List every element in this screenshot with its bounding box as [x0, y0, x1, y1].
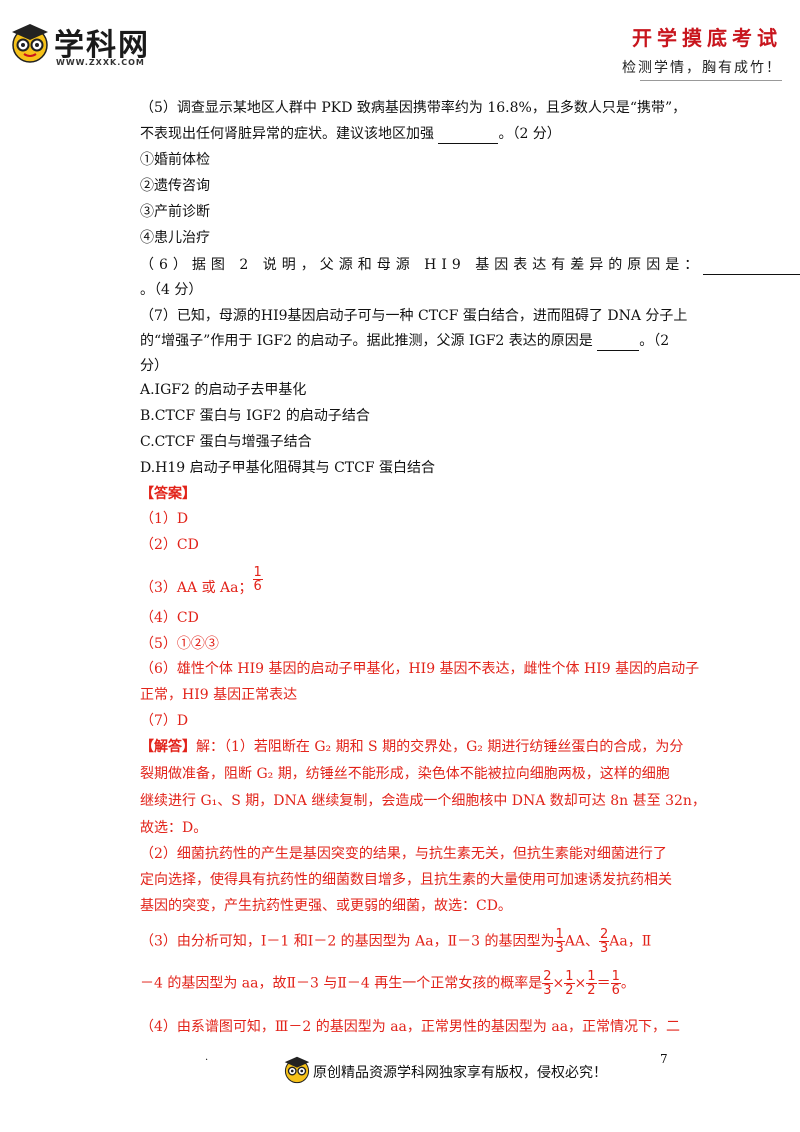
q6-line1: （6）据图 2 说明，父源和母源 HI9 基因表达有差异的原因是： — [140, 256, 800, 275]
answer-6-line2: 正常，HI9 基因正常表达 — [140, 687, 298, 703]
header-divider — [640, 80, 782, 81]
q5-line1: （5）调查显示某地区人群中 PKD 致病基因携带率约为 16.8%，且多数人只是… — [140, 100, 687, 116]
logo-url: WWW.ZXXK.COM — [56, 58, 145, 67]
q7-option-b: B.CTCF 蛋白与 IGF2 的启动子结合 — [140, 408, 370, 424]
analysis-p1-line2: 裂期做准备，阻断 G₂ 期，纺锤丝不能形成，染色体不能被拉向细胞两极，这样的细胞 — [140, 766, 670, 782]
q7-line3: 分） — [140, 358, 168, 374]
analysis-p2-line3: 基因的突变，产生抗药性更强、或更弱的细菌，故选：CD。 — [140, 898, 512, 914]
q5-line2: 不表现出任何肾脏异常的症状。建议该地区加强 。（2 分） — [140, 125, 561, 144]
analysis-p2-line1: （2）细菌抗药性的产生是基因突变的结果，与抗生素无关，但抗生素能对细菌进行了 — [140, 846, 667, 862]
footer-dot: . — [205, 1052, 209, 1063]
analysis-p4-line1: （4）由系谱图可知，Ⅲ－2 的基因型为 aa，正常男性的基因型为 aa，正常情况… — [140, 1019, 681, 1035]
q5-option-4: ④患儿治疗 — [140, 230, 210, 246]
answer-5: （5）①②③ — [140, 636, 219, 652]
answer-blank — [438, 125, 499, 144]
analysis-p1-line1: 【解答】解：（1）若阻断在 G₂ 期和 S 期的交界处，G₂ 期进行纺锤丝蛋白的… — [140, 739, 684, 755]
q7-line2: 的“增强子”作用于 IGF2 的启动子。据此推测，父源 IGF2 表达的原因是 … — [140, 332, 670, 351]
q7-option-a: A.IGF2 的启动子去甲基化 — [140, 382, 307, 398]
q6-line2: 。（4 分） — [140, 282, 203, 298]
copyright-notice: 原创精品资源学科网独家享有版权，侵权必究！ — [313, 1065, 607, 1081]
site-logo: 学科网 WWW.ZXXK.COM — [8, 18, 178, 78]
mascot-icon — [12, 24, 48, 63]
analysis-p1-line3: 继续进行 G₁、S 期，DNA 继续复制，会造成一个细胞核中 DNA 数却可达 … — [140, 793, 706, 809]
answer-1: （1）D — [140, 511, 189, 527]
logo-text: 学科网 — [54, 28, 150, 63]
exam-title: 开学摸底考试 — [632, 26, 782, 50]
header-banner: 开学摸底考试 检测学情，胸有成竹！ — [622, 22, 782, 77]
answer-blank — [703, 256, 800, 275]
page-number: 7 — [660, 1052, 668, 1066]
analysis-heading: 【解答】 — [140, 739, 196, 755]
mascot-icon — [284, 1056, 310, 1084]
answer-2: （2）CD — [140, 537, 199, 553]
answer-4: （4）CD — [140, 610, 199, 626]
q5-option-2: ②遗传咨询 — [140, 178, 210, 194]
answer-7: （7）D — [140, 713, 189, 729]
q7-option-d: D.H19 启动子甲基化阻碍其与 CTCF 蛋白结合 — [140, 460, 436, 476]
analysis-p1-line4: 故选：D。 — [140, 820, 208, 836]
q5-option-1: ①婚前体检 — [140, 152, 210, 168]
q7-line1: （7）已知，母源的HI9基因启动子可与一种 CTCF 蛋白结合，进而阻碍了 DN… — [140, 308, 688, 324]
q7-option-c: C.CTCF 蛋白与增强子结合 — [140, 434, 312, 450]
slogan: 检测学情，胸有成竹！ — [622, 60, 782, 76]
answer-6-line1: （6）雄性个体 HI9 基因的启动子甲基化，HI9 基因不表达，雌性个体 HI9… — [140, 661, 700, 677]
analysis-p2-line2: 定向选择，使得具有抗药性的细菌数目增多，且抗生素的大量使用可加速诱发抗药相关 — [140, 872, 672, 888]
q5-option-3: ③产前诊断 — [140, 204, 210, 220]
answer-heading: 【答案】 — [140, 486, 196, 502]
answer-blank — [597, 332, 640, 351]
